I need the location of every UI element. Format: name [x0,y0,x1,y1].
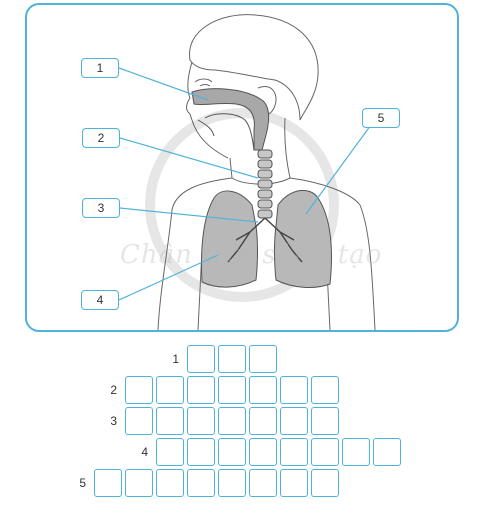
crossword-cell[interactable] [218,345,246,373]
left-lung [201,190,258,288]
bronchi [227,217,303,263]
crossword-cell[interactable] [342,438,370,466]
crossword-cell[interactable] [218,376,246,404]
crossword-cell[interactable] [311,407,339,435]
crossword-row-label: 4 [141,445,148,459]
crossword-cell[interactable] [187,407,215,435]
crossword-cell[interactable] [125,376,153,404]
callout-3: 3 [82,198,120,218]
crossword-cell[interactable] [249,376,277,404]
crossword-cell[interactable] [187,376,215,404]
crossword-cell[interactable] [311,438,339,466]
airway [191,88,270,151]
crossword-cell[interactable] [187,438,215,466]
crossword-cell[interactable] [156,407,184,435]
watermark-emblem [145,108,339,302]
crossword-row-label: 1 [172,352,179,366]
crossword-cell[interactable] [125,469,153,497]
human-figure [157,14,376,331]
respiratory-system-diagram [118,14,377,331]
crossword-cell[interactable] [125,407,153,435]
crossword-cell[interactable] [156,376,184,404]
crossword-cell[interactable] [373,438,401,466]
crossword-cell[interactable] [249,407,277,435]
callout-5: 5 [362,108,400,128]
trachea [257,149,273,219]
callout-4: 4 [81,290,119,310]
crossword-cell[interactable] [218,438,246,466]
leader-lines [118,67,377,301]
crossword-row-label: 2 [110,383,117,397]
crossword-cell[interactable] [311,469,339,497]
crossword-cell[interactable] [249,345,277,373]
crossword-cell[interactable] [280,407,308,435]
crossword-cell[interactable] [218,407,246,435]
crossword-cell[interactable] [218,469,246,497]
right-lung [274,189,332,288]
crossword-cell[interactable] [280,469,308,497]
crossword-cell[interactable] [249,469,277,497]
crossword-row-label: 5 [79,476,86,490]
watermark-text: Chân trời sáng tạo [120,240,383,270]
crossword-cell[interactable] [187,345,215,373]
crossword-cell[interactable] [156,438,184,466]
crossword-cell[interactable] [280,438,308,466]
callout-1: 1 [81,58,119,78]
callout-2: 2 [82,128,120,148]
crossword-cell[interactable] [311,376,339,404]
crossword-cell[interactable] [94,469,122,497]
crossword-row-label: 3 [110,414,117,428]
crossword-cell[interactable] [156,469,184,497]
crossword-cell[interactable] [249,438,277,466]
crossword-cell[interactable] [187,469,215,497]
crossword-cell[interactable] [280,376,308,404]
